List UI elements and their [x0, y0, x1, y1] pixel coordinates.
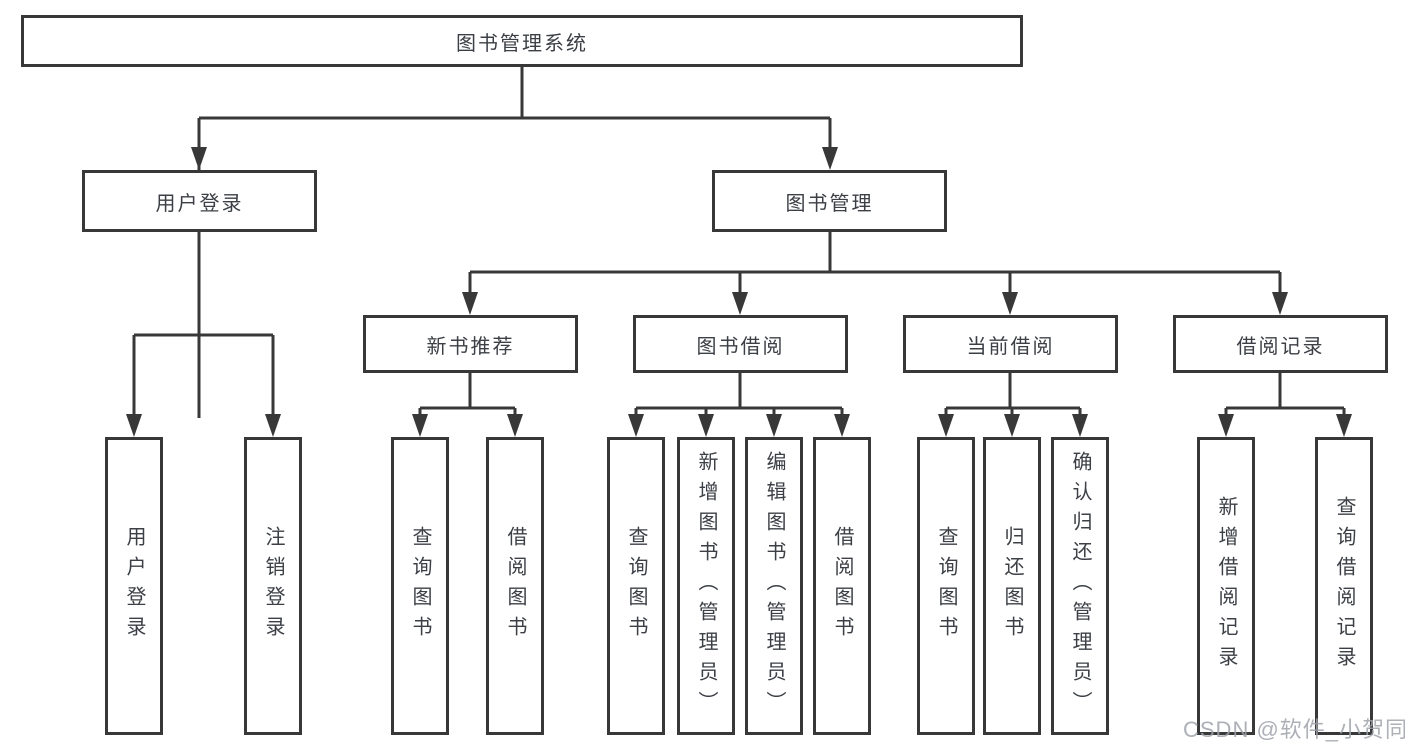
leaf-edit-books-admin: 编辑图书（管理员） [745, 437, 803, 735]
leaf-borrow-books-2-label: 借阅图书 [831, 526, 853, 646]
leaf-return-books: 归还图书 [983, 437, 1041, 735]
node-current-borrow-label: 当前借阅 [966, 335, 1055, 358]
leaf-borrow-books-2: 借阅图书 [813, 437, 871, 735]
leaf-query-books-2-label: 查询图书 [625, 526, 647, 646]
node-user-login: 用户登录 [82, 170, 317, 232]
arrowheads [126, 147, 1352, 437]
leaf-logout-login: 注销登录 [244, 437, 302, 735]
node-book-management: 图书管理 [712, 170, 947, 232]
connector-root-to-level2 [197, 67, 832, 418]
leaf-confirm-return-admin-label: 确认归还（管理员） [1069, 451, 1091, 721]
leaf-query-books-1: 查询图书 [391, 437, 449, 735]
leaf-query-books-2: 查询图书 [607, 437, 665, 735]
leaf-user-login-label: 用户登录 [123, 526, 145, 646]
leaf-add-books-admin-label: 新增图书（管理员） [695, 451, 717, 721]
node-new-book-recommend: 新书推荐 [363, 315, 578, 373]
leaf-add-books-admin: 新增图书（管理员） [677, 437, 735, 735]
node-user-login-label: 用户登录 [155, 192, 244, 215]
leaf-query-borrow-record-label: 查询借阅记录 [1333, 496, 1355, 676]
connector-userlogin-to-leaves [132, 232, 275, 419]
node-borrow-records-label: 借阅记录 [1236, 335, 1325, 358]
connector-bookborrow-to-leaves [634, 373, 844, 419]
leaf-borrow-books-1-label: 借阅图书 [504, 526, 526, 646]
node-root: 图书管理系统 [21, 15, 1023, 67]
leaf-add-borrow-record: 新增借阅记录 [1197, 437, 1255, 735]
connector-currentborrow-to-leaves [944, 373, 1082, 419]
connector-newbook-to-leaves [418, 373, 517, 419]
node-book-borrow-label: 图书借阅 [696, 335, 785, 358]
leaf-query-books-3-label: 查询图书 [935, 526, 957, 646]
leaf-edit-books-admin-label: 编辑图书（管理员） [763, 451, 785, 721]
node-new-book-recommend-label: 新书推荐 [426, 335, 515, 358]
node-book-borrow: 图书借阅 [633, 315, 848, 373]
leaf-return-books-label: 归还图书 [1001, 526, 1023, 646]
csdn-watermark: CSDN @软件_小贺同学 [1183, 717, 1405, 742]
leaf-borrow-books-1: 借阅图书 [486, 437, 544, 735]
node-root-label: 图书管理系统 [456, 32, 588, 55]
connector-bookmgmt-to-level3 [468, 232, 1282, 297]
leaf-add-borrow-record-label: 新增借阅记录 [1215, 496, 1237, 676]
node-borrow-records: 借阅记录 [1173, 315, 1388, 373]
node-current-borrow: 当前借阅 [903, 315, 1118, 373]
node-book-management-label: 图书管理 [785, 192, 874, 215]
leaf-query-books-1-label: 查询图书 [409, 526, 431, 646]
leaf-logout-login-label: 注销登录 [262, 526, 284, 646]
leaf-confirm-return-admin: 确认归还（管理员） [1051, 437, 1109, 735]
leaf-query-books-3: 查询图书 [917, 437, 975, 735]
connector-borrowrecords-to-leaves [1224, 373, 1346, 419]
leaf-user-login: 用户登录 [105, 437, 163, 735]
leaf-query-borrow-record: 查询借阅记录 [1315, 437, 1373, 735]
